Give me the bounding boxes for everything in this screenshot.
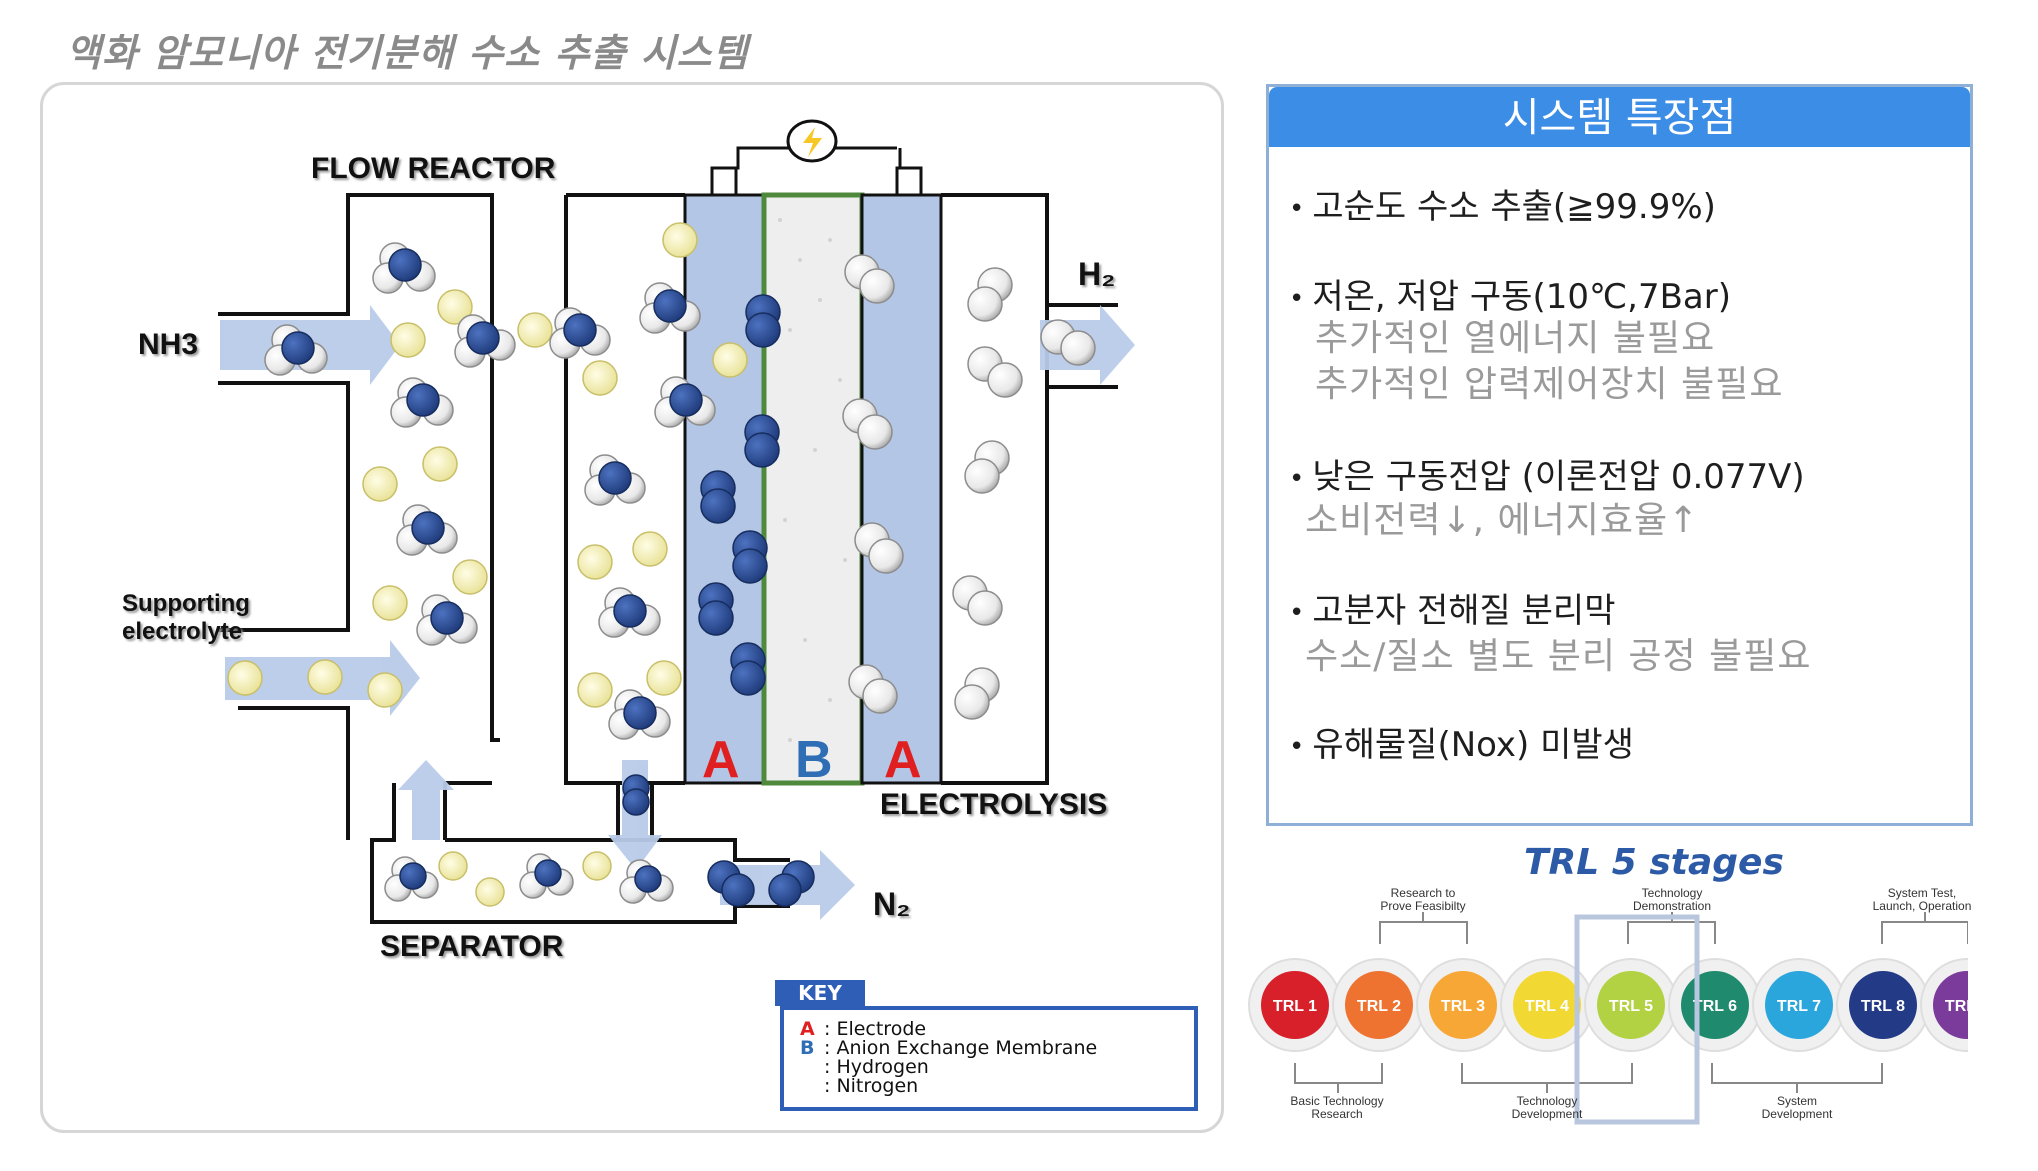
- key-item-membrane: B: Anion Exchange Membrane: [800, 1037, 1098, 1059]
- trl-stage-label: TRL 8: [1861, 998, 1905, 1015]
- feature-sub-separation: 수소/질소 별도 분리 공정 불필요: [1305, 636, 1812, 677]
- trl-stage-label: TRL 5: [1609, 998, 1653, 1015]
- trl-stage-3: TRL 3: [1416, 958, 1510, 1052]
- electrode-a-right-label: A: [884, 731, 922, 789]
- feature-item-membrane: •고분자 전해질 분리막: [1289, 591, 1616, 631]
- h2-label: H₂: [1078, 256, 1116, 292]
- key-item-nitrogen: : Nitrogen: [824, 1075, 919, 1097]
- hydrogen-particles: [842, 254, 1096, 720]
- ammonia-molecules: [264, 242, 716, 904]
- trl-diagram: TRL 1 TRL 2 TRL 3 TRL 4 TRL 5 TRL 6 TRL 7 TRL 8…: [1248, 912, 2014, 1125]
- trl-top-label-3: System Test, Launch, Operation: [1872, 886, 1972, 913]
- key-legend: A: Electrode B: Anion Exchange Membrane …: [780, 1006, 1198, 1111]
- feature-item-purity: •고순도 수소 추출(≧99.9%): [1289, 187, 1716, 227]
- trl-stage-label: TRL 7: [1777, 998, 1821, 1015]
- n2-label: N₂: [873, 886, 911, 922]
- feature-sub-efficiency: 소비전력↓, 에너지효율↑: [1305, 500, 1700, 541]
- feature-item-low-temp: •저온, 저압 구동(10℃,7Bar): [1289, 277, 1732, 317]
- feature-item-nox: •유해물질(Nox) 미발생: [1289, 725, 1634, 765]
- trl-top-label-1: Research to Prove Feasibilty: [1380, 886, 1466, 913]
- nh3-label: NH3: [138, 328, 199, 361]
- trl-stage-4: TRL 4: [1500, 958, 1594, 1052]
- key-title: KEY: [775, 980, 865, 1006]
- power-icon: [803, 127, 822, 157]
- electrolyte-particles: [227, 222, 748, 907]
- trl-stage-label: TRL 6: [1693, 998, 1737, 1015]
- membrane-b-label: B: [795, 731, 833, 789]
- feature-sub-no-heat: 추가적인 열에너지 불필요: [1315, 318, 1716, 359]
- key-item-hydrogen: : Hydrogen: [824, 1056, 929, 1078]
- trl-stage-2: TRL 2: [1332, 958, 1426, 1052]
- trl-stage-label: TRL 3: [1441, 998, 1485, 1015]
- flow-reactor-label: FLOW REACTOR: [311, 152, 556, 185]
- page-title: 액화 암모니아 전기분해 수소 추출 시스템: [66, 31, 749, 75]
- electrolysis-label: ELECTROLYSIS: [880, 788, 1108, 821]
- trl-stage-5: TRL 5: [1584, 958, 1678, 1052]
- supporting-electrolyte-label-1: Supporting: [122, 590, 250, 617]
- trl-stage-8: TRL 8: [1836, 958, 1930, 1052]
- supporting-electrolyte-label-2: electrolyte: [122, 618, 243, 645]
- features-header: 시스템 특장점: [1269, 87, 1970, 147]
- trl-stage-label: TRL 2: [1357, 998, 1401, 1015]
- feature-item-low-voltage: •낮은 구동전압 (이론전압 0.077V): [1289, 457, 1805, 497]
- nitrogen-particles: [622, 294, 815, 907]
- features-panel: 시스템 특장점 •고순도 수소 추출(≧99.9%) •저온, 저압 구동(10…: [1266, 84, 1973, 826]
- separator-label: SEPARATOR: [380, 930, 564, 963]
- trl-stage-1: TRL 1: [1248, 958, 1342, 1052]
- trl-bottom-label-2: Technology Development: [1511, 1094, 1583, 1121]
- trl-bottom-label-1: Basic Technology Research: [1290, 1094, 1384, 1121]
- trl-stage-7: TRL 7: [1752, 958, 1846, 1052]
- trl-title: TRL 5 stages: [1524, 842, 1784, 883]
- trl-bottom-label-3: System Development: [1761, 1094, 1833, 1121]
- trl-top-label-2: Technology Demonstration: [1632, 886, 1712, 913]
- key-item-electrode: A: Electrode: [800, 1018, 927, 1040]
- trl-stage-label: TRL 1: [1273, 998, 1317, 1015]
- feature-sub-no-pressure: 추가적인 압력제어장치 불필요: [1315, 364, 1784, 405]
- trl-stage-6: TRL 6: [1668, 958, 1762, 1052]
- trl-stage-label: TRL 4: [1525, 998, 1569, 1015]
- electrode-a-left-label: A: [702, 731, 740, 789]
